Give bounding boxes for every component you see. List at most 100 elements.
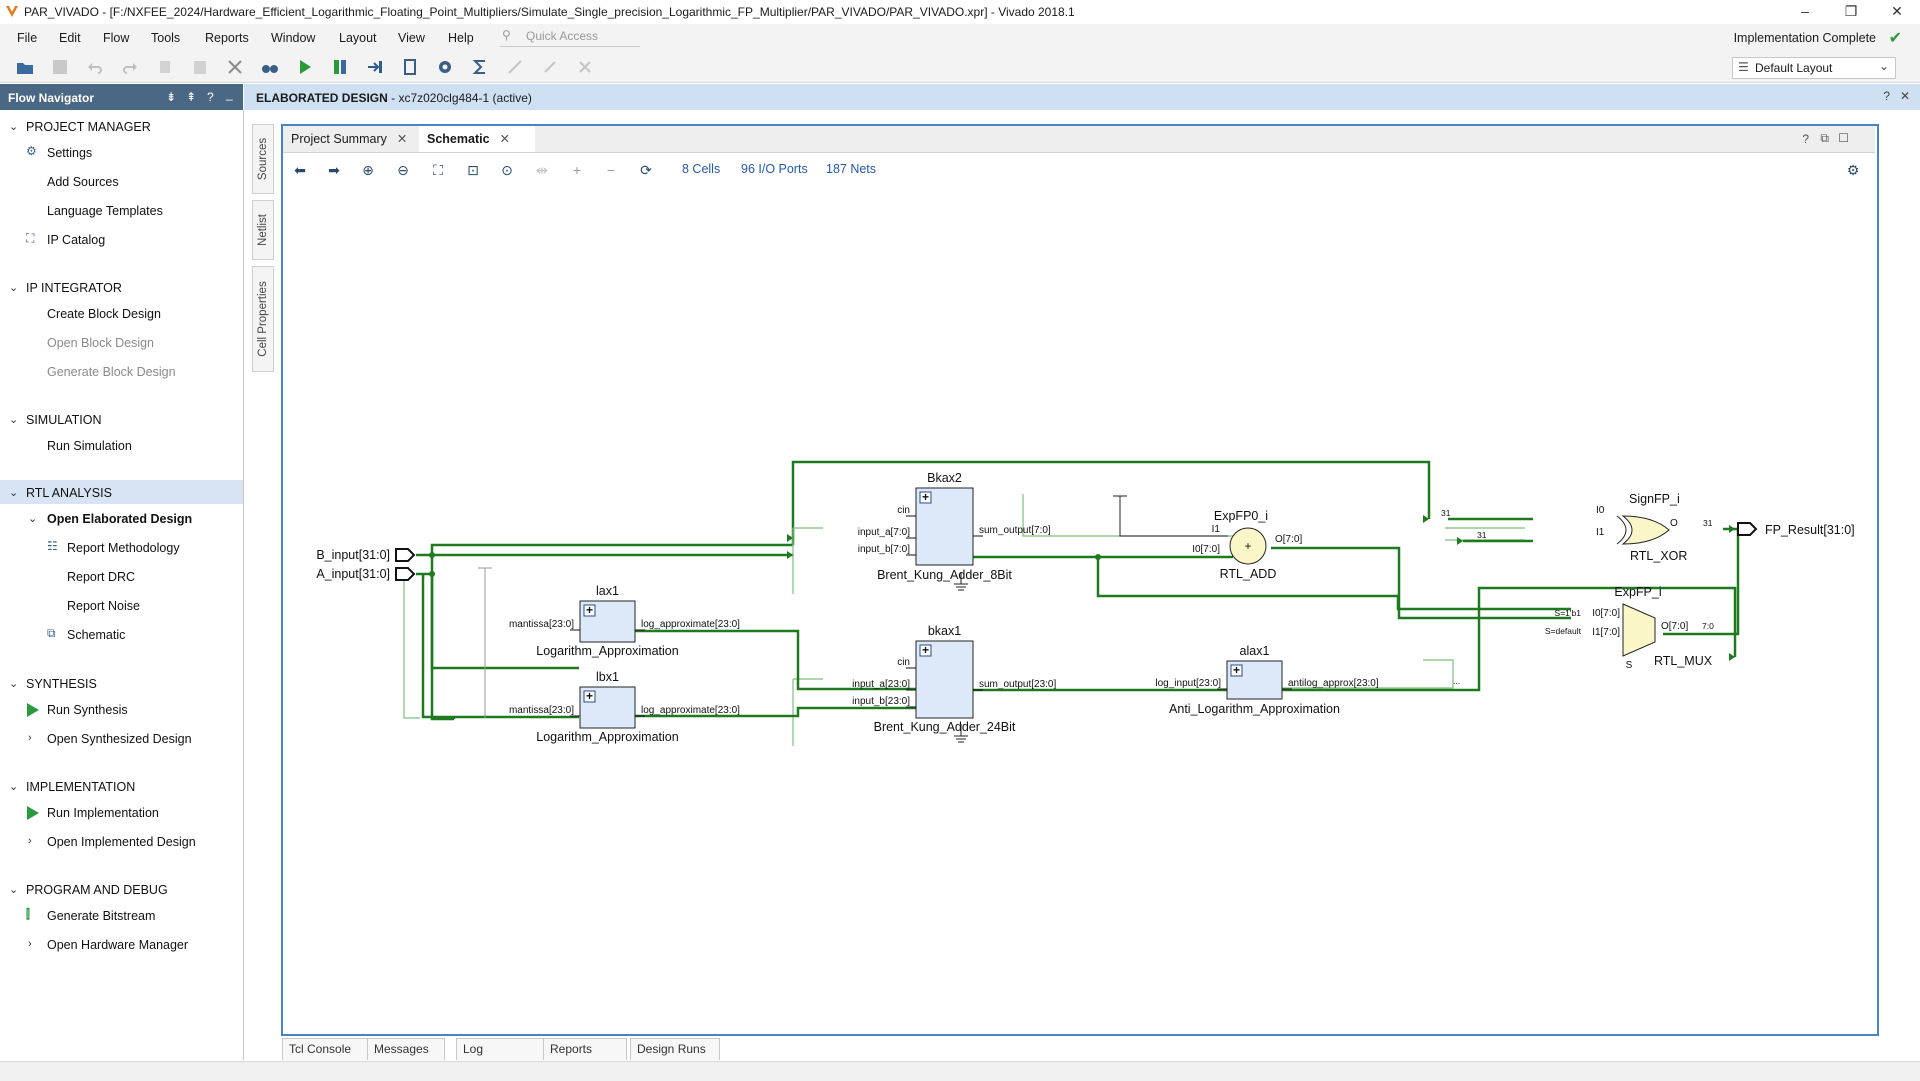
- delete-icon[interactable]: [226, 58, 244, 76]
- menu-layout[interactable]: Layout: [339, 31, 377, 45]
- minimize-panel-icon[interactable]: _: [226, 87, 233, 101]
- gear-icon[interactable]: ⚙: [1846, 162, 1860, 178]
- back-icon[interactable]: ⬅: [294, 162, 306, 178]
- menu-help[interactable]: Help: [448, 31, 474, 45]
- cancel-icon[interactable]: [576, 58, 594, 76]
- section-project-manager[interactable]: PROJECT MANAGER: [26, 120, 151, 134]
- open-folder-icon[interactable]: [16, 58, 34, 76]
- sigma-icon[interactable]: [471, 58, 489, 76]
- probe-icon[interactable]: [541, 58, 559, 76]
- forward-icon[interactable]: ➡: [328, 162, 340, 178]
- quick-access-field[interactable]: ⚲ Quick Access: [500, 28, 640, 47]
- tab-messages[interactable]: Messages: [367, 1038, 445, 1060]
- close-icon[interactable]: ✕: [1899, 89, 1910, 103]
- menu-edit[interactable]: Edit: [59, 31, 81, 45]
- section-program-and-debug[interactable]: PROGRAM AND DEBUG: [26, 883, 168, 897]
- chevron-down-icon[interactable]: ⌄: [9, 414, 19, 426]
- tab-tcl-console[interactable]: Tcl Console: [282, 1038, 368, 1060]
- nav-report-methodology[interactable]: Report Methodology: [67, 541, 180, 555]
- binoculars-icon[interactable]: [261, 58, 279, 76]
- nav-open-hardware-manager[interactable]: Open Hardware Manager: [47, 938, 189, 952]
- chevron-down-icon[interactable]: ⌄: [9, 678, 19, 690]
- chevron-right-icon[interactable]: ›: [28, 938, 32, 950]
- tab-reports[interactable]: Reports: [543, 1038, 627, 1060]
- side-tab-sources[interactable]: Sources: [252, 124, 274, 194]
- nav-schematic[interactable]: Schematic: [67, 628, 126, 642]
- redo-icon[interactable]: [121, 58, 139, 76]
- select-icon[interactable]: ⊙: [501, 162, 513, 178]
- program-icon[interactable]: [331, 58, 349, 76]
- nav-open-elaborated-design[interactable]: Open Elaborated Design: [47, 512, 193, 526]
- chevron-right-icon[interactable]: ›: [28, 732, 32, 744]
- run-icon[interactable]: [296, 58, 314, 76]
- nav-run-simulation[interactable]: Run Simulation: [47, 439, 132, 453]
- section-rtl-analysis[interactable]: RTL ANALYSIS: [26, 486, 112, 500]
- nav-language-templates[interactable]: Language Templates: [47, 204, 163, 218]
- nav-report-drc[interactable]: Report DRC: [67, 570, 136, 584]
- zoom-selection-icon[interactable]: ⊡: [467, 162, 479, 178]
- menu-flow[interactable]: Flow: [103, 31, 130, 45]
- nav-open-block-design[interactable]: Open Block Design: [47, 336, 155, 350]
- chevron-down-icon[interactable]: ⌄: [9, 121, 19, 133]
- tab-project-summary[interactable]: Project Summary✕: [283, 126, 427, 152]
- nav-open-implemented-design[interactable]: Open Implemented Design: [47, 835, 196, 849]
- step-icon[interactable]: [366, 58, 384, 76]
- menu-tools[interactable]: Tools: [151, 31, 181, 45]
- collapse-all-icon[interactable]: ⇟: [166, 90, 177, 104]
- section-implementation[interactable]: IMPLEMENTATION: [26, 780, 136, 794]
- chevron-down-icon[interactable]: ⌄: [9, 282, 19, 294]
- minimize-button[interactable]: –: [1801, 3, 1809, 19]
- menu-reports[interactable]: Reports: [205, 31, 249, 45]
- nav-add-sources[interactable]: Add Sources: [47, 175, 119, 189]
- tab-schematic[interactable]: Schematic✕: [419, 126, 535, 152]
- regenerate-icon[interactable]: ⇹: [536, 162, 548, 178]
- close-icon[interactable]: ✕: [396, 132, 408, 146]
- nav-create-block-design[interactable]: Create Block Design: [47, 307, 161, 321]
- nav-run-implementation[interactable]: Run Implementation: [47, 806, 159, 820]
- section-simulation[interactable]: SIMULATION: [26, 413, 102, 427]
- zoom-out-icon[interactable]: ⊖: [397, 162, 409, 178]
- nav-open-synthesized-design[interactable]: Open Synthesized Design: [47, 732, 192, 746]
- nav-settings[interactable]: Settings: [47, 146, 93, 160]
- chevron-down-icon[interactable]: ⌄: [9, 884, 19, 896]
- expand-icon[interactable]: +: [572, 162, 582, 178]
- restore-button[interactable]: ❐: [1844, 3, 1858, 19]
- section-ip-integrator[interactable]: IP INTEGRATOR: [26, 281, 122, 295]
- nav-generate-block-design[interactable]: Generate Block Design: [47, 365, 176, 379]
- float-icon[interactable]: ⧉: [1820, 131, 1829, 145]
- expand-all-icon[interactable]: ⇞: [186, 90, 197, 104]
- nets-count[interactable]: 187 Nets: [826, 162, 877, 176]
- collapse-icon[interactable]: −: [606, 162, 616, 178]
- zoom-in-icon[interactable]: ⊕: [362, 162, 374, 178]
- close-icon[interactable]: ✕: [499, 132, 511, 146]
- cells-count[interactable]: 8 Cells: [682, 162, 721, 176]
- close-window-button[interactable]: ✕: [1891, 3, 1903, 19]
- report-icon[interactable]: [401, 58, 419, 76]
- layout-select[interactable]: ☰ Default Layout ⌄: [1732, 57, 1896, 79]
- tab-design-runs[interactable]: Design Runs: [630, 1038, 720, 1060]
- chevron-right-icon[interactable]: ›: [28, 835, 32, 847]
- paste-icon[interactable]: [191, 58, 209, 76]
- chevron-down-icon[interactable]: ⌄: [9, 487, 19, 499]
- zoom-fit-icon[interactable]: ⛶: [433, 162, 443, 178]
- tab-log[interactable]: Log: [456, 1038, 546, 1060]
- nav-report-noise[interactable]: Report Noise: [67, 599, 140, 613]
- menu-file[interactable]: File: [17, 31, 38, 45]
- nav-run-synthesis[interactable]: Run Synthesis: [47, 703, 128, 717]
- menu-window[interactable]: Window: [271, 31, 316, 45]
- undo-icon[interactable]: [86, 58, 104, 76]
- nav-ip-catalog[interactable]: IP Catalog: [47, 233, 106, 247]
- help-icon[interactable]: ?: [1802, 132, 1809, 146]
- debug-icon[interactable]: [506, 58, 524, 76]
- section-synthesis[interactable]: SYNTHESIS: [26, 677, 97, 691]
- refresh-icon[interactable]: ⟳: [640, 162, 652, 178]
- help-icon[interactable]: ?: [207, 90, 214, 104]
- io-ports-count[interactable]: 96 I/O Ports: [741, 162, 808, 176]
- save-icon[interactable]: [51, 58, 69, 76]
- maximize-icon[interactable]: ☐: [1838, 131, 1849, 145]
- copy-icon[interactable]: [156, 58, 174, 76]
- nav-generate-bitstream[interactable]: Generate Bitstream: [47, 909, 156, 923]
- side-tab-cell-properties[interactable]: Cell Properties: [252, 266, 274, 372]
- chevron-down-icon[interactable]: ⌄: [9, 781, 19, 793]
- help-icon[interactable]: ?: [1883, 89, 1890, 103]
